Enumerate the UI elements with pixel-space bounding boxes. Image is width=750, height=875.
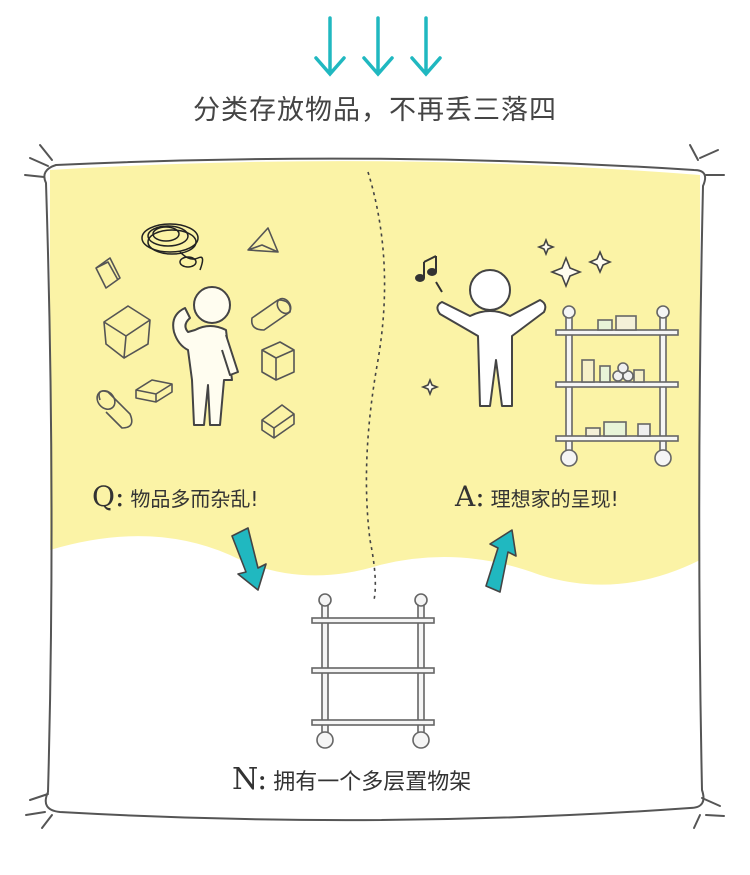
empty-shelf [311, 593, 435, 749]
solution-caption: N:拥有一个多层置物架 [232, 762, 471, 797]
confusion-scribble-icon [141, 223, 204, 271]
answer-text: 理想家的呈现! [490, 487, 619, 511]
happy-figure [436, 269, 547, 407]
yellow-panel [50, 161, 700, 585]
arrow-up-right-icon [485, 529, 517, 593]
page-title: 分类存放物品，不再丢三落四 [193, 95, 557, 126]
confused-figure [172, 286, 239, 426]
decorated-shelf [555, 305, 679, 467]
solution-letter: N: [232, 762, 268, 797]
corner-ticks [24, 144, 725, 829]
sparkle-icons [420, 237, 613, 397]
music-note-icon [415, 255, 443, 293]
solution-text: 拥有一个多层置物架 [273, 770, 472, 795]
down-arrow-icon [314, 16, 442, 77]
scattered-blocks [95, 227, 295, 439]
question-caption: Q:物品多而杂乱! [92, 480, 258, 513]
arrow-down-right-icon [231, 527, 267, 591]
frame-outline [43, 157, 707, 822]
question-text: 物品多而杂乱! [130, 487, 259, 511]
question-letter: Q: [92, 480, 125, 513]
dashed-divider [365, 171, 386, 601]
answer-letter: A: [455, 480, 485, 513]
answer-caption: A:理想家的呈现! [455, 480, 619, 513]
